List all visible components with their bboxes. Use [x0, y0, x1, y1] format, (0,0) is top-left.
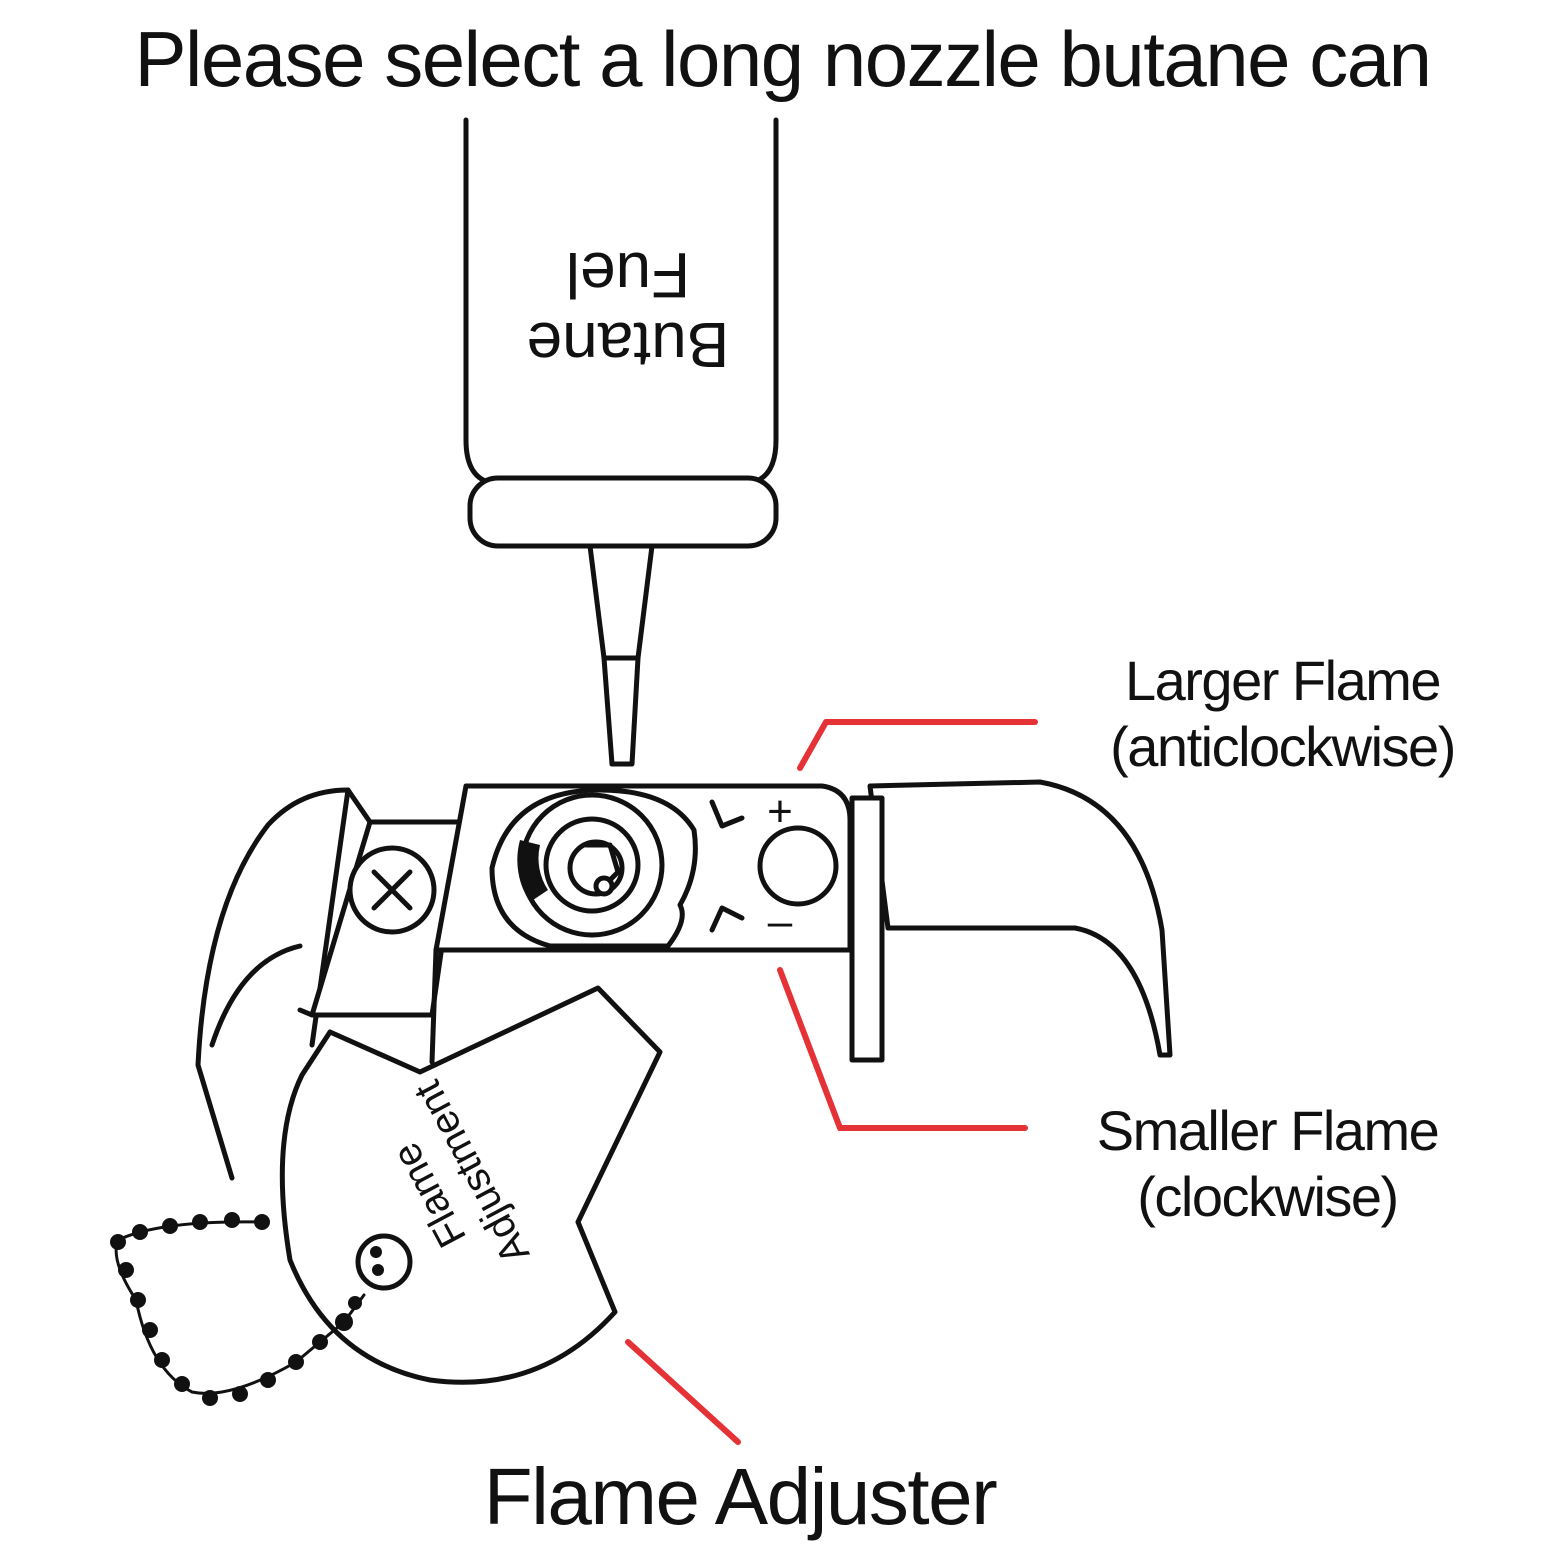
flame-adjuster-tool	[279, 985, 663, 1385]
can-text-line2: Fuel	[566, 239, 691, 311]
smaller-flame-title: Smaller Flame	[1096, 1099, 1440, 1162]
lighter-right-pillar	[849, 795, 885, 1063]
page-title: Please select a long nozzle butane can	[134, 15, 1432, 103]
tool-hole	[355, 1233, 413, 1291]
butane-can-nozzle-tip	[601, 655, 641, 767]
lighter-top-plate-bottom	[429, 947, 439, 1065]
flame-adjuster-label: Flame Adjuster	[483, 1452, 998, 1541]
tool-hole-dot	[370, 1246, 382, 1258]
valve-middle	[543, 816, 641, 914]
can-text-line1: Butane	[527, 309, 730, 381]
adjust-knob	[757, 825, 839, 907]
arrow-minus-icon	[709, 905, 745, 933]
valve-dark-segment	[517, 840, 548, 902]
valve-pin	[593, 875, 615, 897]
larger-flame-direction: (anticlockwise)	[1110, 715, 1456, 778]
callout-smaller-flame	[777, 967, 1028, 1131]
lighter-left-block-side	[297, 787, 373, 1018]
larger-flame-label: Larger Flame (anticlockwise)	[1060, 648, 1505, 780]
bead-chain	[110, 1212, 366, 1406]
screw-cross-icon	[371, 869, 413, 911]
butane-can-collar	[467, 475, 779, 549]
butane-can-nozzle	[587, 543, 655, 661]
lighter-left-wing-inner	[209, 943, 303, 1048]
callout-flame-adjuster	[625, 1339, 741, 1445]
smaller-flame-direction: (clockwise)	[1137, 1165, 1399, 1228]
arrow-plus-icon	[709, 799, 745, 829]
larger-flame-title: Larger Flame	[1124, 649, 1442, 712]
valve-inner	[567, 839, 625, 897]
smaller-flame-label: Smaller Flame (clockwise)	[1045, 1098, 1490, 1230]
callout-larger-flame	[797, 719, 1038, 771]
tool-hole-dot-2	[372, 1264, 384, 1276]
lighter-left-wing	[195, 787, 351, 1181]
lighter-right-wing	[867, 779, 1173, 1058]
can-text-group: Butane Fuel	[527, 239, 730, 381]
valve-outer	[519, 792, 665, 938]
